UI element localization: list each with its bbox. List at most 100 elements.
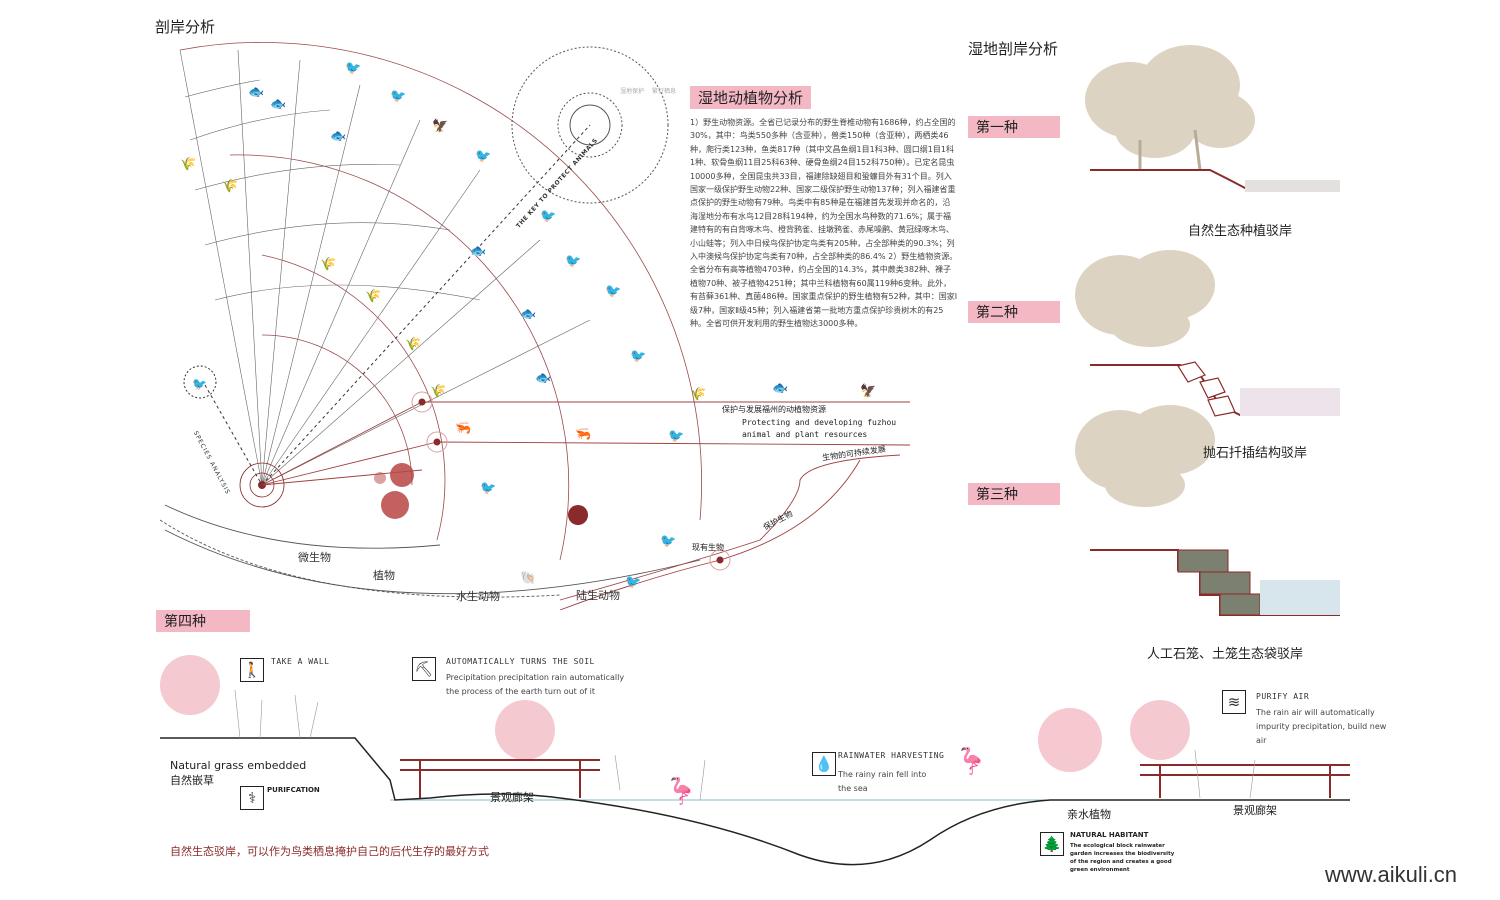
grass-icon: 🌾	[222, 178, 238, 194]
heron-icon: 🦩	[665, 776, 697, 807]
bird-icon: 🐦	[660, 534, 676, 549]
ring-label-aquatic: 水生动物	[456, 590, 500, 603]
gallery-label-1: 景观廊架	[490, 791, 534, 804]
soil-heading: AUTOMATICALLY TURNS THE SOIL	[446, 657, 595, 666]
analysis-heading: 湿地动植物分析	[690, 86, 812, 109]
faint-label-2: 繁衍栖息	[652, 88, 677, 95]
fan-radial	[261, 239, 541, 486]
fan-radial	[261, 169, 481, 486]
bottom-section: 🦩 🦩	[160, 655, 1350, 866]
section-label-1: 第一种	[968, 116, 1060, 138]
section-label-3: 第三种	[968, 483, 1060, 505]
grass-icon: 🌾	[365, 288, 381, 304]
shrimp-icon: 🦐	[575, 427, 591, 442]
air-line-2: impurity precipitation, build new	[1256, 722, 1387, 731]
faint-label-1: 湿地保护	[620, 88, 645, 95]
bird-icon: 🐦	[480, 481, 496, 496]
fan-grid	[204, 222, 451, 246]
ring-label-microbe: 微生物	[298, 551, 331, 564]
bird-icon: 🐦	[540, 209, 556, 224]
fan-silhouettes: 🐟 🐟 🐟 🐦 🐦 🦅 🐦 🐦 🐦 🐦 🐦 🐦 🦅 🐟 🐟 🐟 🐟 🌾 🌾 🌾 …	[180, 61, 876, 590]
section-caption-1: 自然生态种植驳岸	[1188, 224, 1293, 239]
section-1-water	[1245, 180, 1340, 192]
grass-en: Natural grass embedded	[170, 759, 307, 772]
rain-line-2: the sea	[838, 784, 868, 793]
air-line-3: air	[1256, 736, 1267, 745]
species-dashed-line	[204, 384, 263, 486]
soil-line-2: the process of the earth turn out of it	[446, 687, 595, 696]
section-2-trees	[1075, 250, 1215, 347]
bird-icon: 🐦	[668, 429, 684, 444]
habitat-line-4: green environment	[1070, 867, 1130, 873]
lower-arc-2	[159, 519, 561, 598]
fan-arc-4	[179, 41, 703, 521]
fan-radial	[237, 49, 263, 486]
fan-radial	[261, 319, 591, 486]
section-label-2: 第二种	[968, 301, 1060, 323]
fish-icon: 🐟	[520, 307, 536, 322]
ground-profile	[160, 737, 1350, 866]
pink-tree-left	[160, 655, 220, 715]
rain-line-1: The rainy rain fell into	[838, 770, 927, 779]
section-3-water	[1260, 580, 1340, 615]
section-illustrations	[1075, 45, 1341, 616]
heron-birds: 🦩 🦩	[665, 746, 987, 807]
bird-focus-circles	[511, 46, 669, 204]
bird-icon: 🐦	[475, 149, 491, 164]
grass-icon: 🌾	[430, 383, 446, 399]
fan-radial	[261, 119, 421, 486]
gallery-left	[400, 759, 600, 798]
grass-icon: 🌾	[690, 386, 706, 402]
heron-icon: 🦩	[955, 746, 987, 777]
bottom-note: 自然生态驳岸，可以作为鸟类栖息掩护自己的后代生存的最好方式	[170, 845, 489, 858]
species-circle	[183, 365, 217, 399]
habitat-line-3: of the region and creates a good	[1070, 859, 1172, 865]
section-3-gabions	[1177, 549, 1261, 616]
section-1-ground	[1090, 169, 1341, 191]
purification-icon: ⚕	[240, 786, 264, 810]
fan-radial	[261, 84, 361, 486]
rain-heading: RAINWATER HARVESTING	[838, 751, 945, 760]
red-line-mid	[261, 441, 438, 486]
section-1-trees	[1085, 45, 1255, 158]
bird-icon: 🐦	[605, 284, 621, 299]
bird-icon: 🐦	[630, 349, 646, 364]
grass-cn: 自然嵌草	[170, 774, 214, 787]
gallery-right	[1140, 764, 1350, 798]
air-icon: ≋	[1222, 690, 1246, 714]
soil-line-1: Precipitation precipitation rain automat…	[446, 673, 625, 682]
right-title: 湿地剖岸分析	[968, 40, 1059, 58]
section-2-rocks	[1177, 361, 1236, 417]
air-line-1: The rain air will automatically	[1256, 708, 1375, 717]
species-bird-icon: 🐦	[192, 377, 207, 391]
protect-dashed-line	[261, 124, 591, 486]
fan-diagram: 🐦 🐟 🐟 🐟 🐦 🐦 🦅 🐦 🐦 🐦 🐦 🐦 🐦	[159, 41, 911, 610]
lower-arc-1	[164, 504, 441, 549]
section-2-water	[1240, 388, 1340, 416]
hydrophyte-label: 亲水植物	[1067, 808, 1111, 821]
habitat-heading: NATURAL HABITANT	[1070, 831, 1149, 839]
node-markers	[411, 391, 731, 571]
fan-arc-2	[261, 254, 446, 541]
purification-heading: PURIFCATION	[267, 786, 320, 794]
microbe-cells	[374, 463, 588, 525]
bird-icon: 🐦	[565, 254, 581, 269]
fish-icon: 🐟	[772, 381, 788, 396]
lower-arc-3	[164, 529, 701, 595]
habitat-line-2: garden increases the biodiversity	[1070, 851, 1175, 857]
tree-icon: 🌲	[1040, 832, 1064, 856]
gallery-label-2: 景观廊架	[1233, 804, 1277, 817]
pink-tree-right-2	[1130, 700, 1190, 760]
fish-icon: 🐟	[330, 129, 346, 144]
protect-cn: 保护与发展福州的动植物资源	[722, 405, 826, 414]
fan-grid	[214, 284, 481, 301]
ring-label-terrestrial: 陆生动物	[576, 589, 620, 602]
bird-icon: 🐦	[625, 575, 641, 590]
fish-icon: 🐟	[248, 85, 264, 100]
grass-icon: 🌾	[405, 336, 421, 352]
bird-icon: 🐦	[345, 61, 361, 76]
sustain-curve	[559, 454, 901, 601]
fan-arc-3	[229, 154, 570, 561]
section-caption-3: 人工石笼、土笼生态袋驳岸	[1147, 647, 1304, 662]
bird-icon: 🦅	[432, 117, 448, 134]
